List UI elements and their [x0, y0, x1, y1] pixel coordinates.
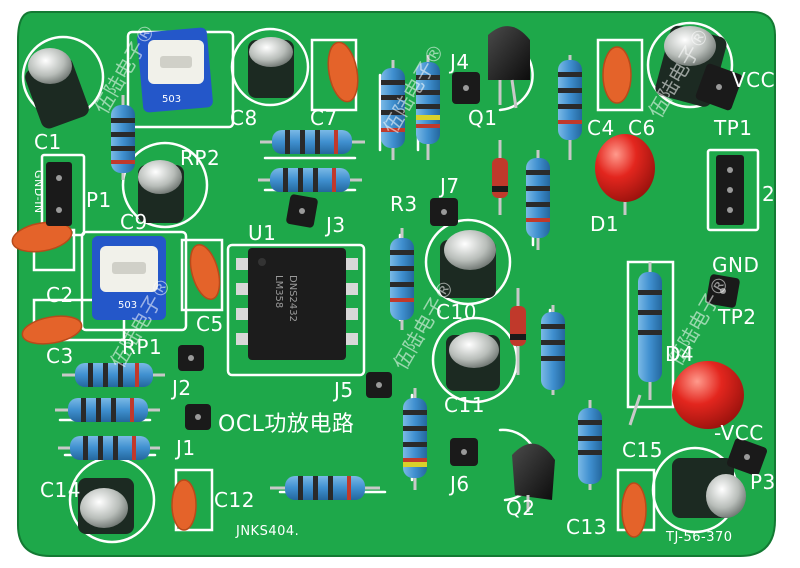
label-c14: C14 [40, 478, 81, 502]
label-j1: J1 [176, 436, 196, 460]
label-p1: P1 [86, 188, 112, 212]
label-rp2: RP2 [180, 146, 221, 170]
label-j6: J6 [450, 472, 470, 496]
label-c9: C9 [120, 210, 148, 234]
label-j2: J2 [172, 376, 192, 400]
label-d4: D4 [665, 342, 695, 366]
label-q2: Q2 [506, 496, 536, 520]
label-c2: C2 [46, 283, 74, 307]
label-c8: C8 [230, 106, 258, 130]
label-c10: C10 [436, 300, 477, 324]
label-c13: C13 [566, 515, 607, 539]
label-tp-2: 2 [762, 182, 776, 206]
label-r3: R3 [390, 192, 418, 216]
label-c12: C12 [214, 488, 255, 512]
label-tp2: TP2 [718, 305, 757, 329]
label-j3: J3 [326, 213, 346, 237]
label-c15: C15 [622, 438, 663, 462]
label-neg-vcc: -VCC [714, 421, 764, 445]
label-c6: C6 [628, 116, 656, 140]
svg-text:LM358: LM358 [273, 275, 284, 308]
label-c3: C3 [46, 344, 74, 368]
svg-text:503: 503 [162, 94, 181, 105]
label-tp1: TP1 [714, 116, 753, 140]
label-d1: D1 [590, 212, 620, 236]
board-model-code: JNKS404. [236, 524, 300, 539]
label-u1: U1 [248, 221, 277, 245]
label-c11: C11 [444, 393, 485, 417]
label-j5: J5 [334, 378, 354, 402]
label-j7: J7 [440, 174, 460, 198]
svg-text:503: 503 [118, 300, 137, 311]
label-rp1: RP1 [122, 335, 163, 359]
label-gnd: GND [712, 253, 760, 277]
label-j4: J4 [450, 50, 470, 74]
board-part-code: TJ-56-370 [666, 530, 733, 545]
svg-text:DNS2432: DNS2432 [287, 275, 298, 322]
label-c5: C5 [196, 312, 224, 336]
label-c7: C7 [310, 106, 338, 130]
label-q1: Q1 [468, 106, 498, 130]
label-c4: C4 [587, 116, 615, 140]
board-title: OCL功放电路 [218, 412, 355, 437]
label-vcc: VCC [732, 68, 776, 92]
label-c1: C1 [34, 130, 62, 154]
label-gnd-in: GND-IN [32, 170, 45, 214]
label-tp3: P3 [750, 470, 776, 494]
